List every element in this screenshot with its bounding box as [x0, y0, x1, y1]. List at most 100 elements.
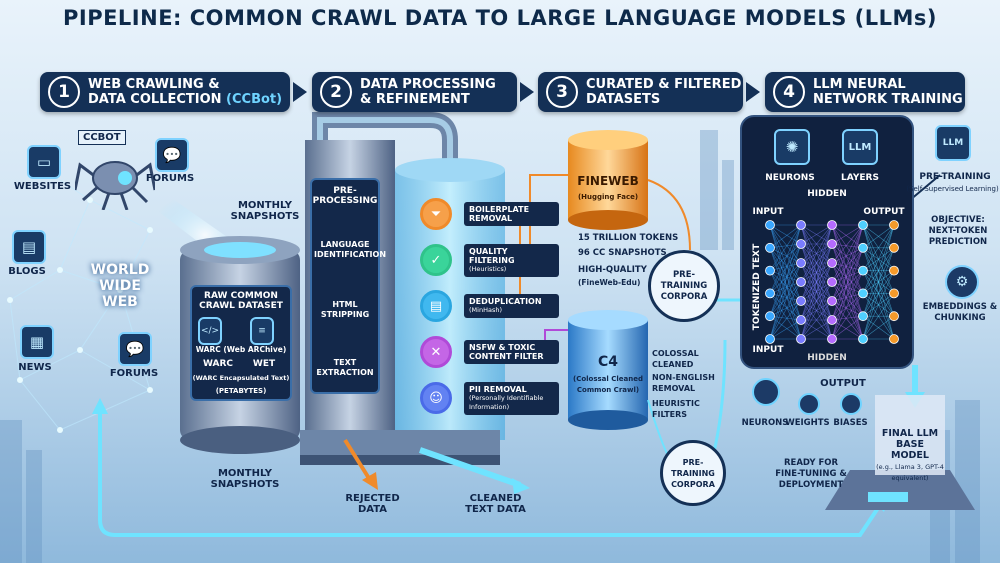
nn-edge [862, 315, 895, 340]
nn-edge [769, 300, 802, 317]
warc2-label: WARC [202, 359, 234, 369]
nn-edge [769, 293, 802, 302]
nn-edge [831, 243, 864, 249]
c4-name: C4 [597, 354, 618, 370]
nn-edge [769, 281, 802, 317]
nn-edge [862, 247, 895, 340]
nn-edge [831, 243, 864, 317]
fineweb-stat: HIGH-QUALITY [578, 265, 647, 275]
corpora-label: PRE-TRAINING CORPORA [671, 457, 715, 489]
nn-edge [831, 247, 864, 302]
nn-edge [831, 262, 864, 317]
nn-node [765, 220, 775, 230]
nn-edge [831, 247, 864, 283]
nn-edge [831, 293, 864, 321]
raw-dataset-panel: RAW COMMON CRAWL DATASET </> ≡ WARC (Web… [190, 285, 292, 401]
nn-edge [800, 281, 833, 340]
nn-edge [800, 300, 833, 340]
step-line2: DATA COLLECTION [88, 92, 222, 107]
step-line2: NETWORK TRAINING [813, 92, 963, 107]
fineweb-stat: 15 TRILLION TOKENS [578, 233, 679, 243]
fineweb-stat: 96 CC SNAPSHOTS [578, 248, 667, 258]
nn-node [827, 277, 837, 287]
embeddings-label: EMBEDDINGS & CHUNKING [922, 302, 998, 323]
nn-node [827, 315, 837, 325]
nn-edge [831, 224, 864, 264]
nn-bottom-weights: WEIGHTS [785, 418, 830, 428]
nn-edge [769, 281, 802, 294]
step-number: 4 [773, 76, 805, 108]
forums-chat-icon: 💬 [155, 138, 189, 172]
news-icon: ▦ [20, 325, 54, 359]
nn-edge [862, 224, 895, 271]
wet-label: WET [252, 359, 276, 369]
filter-label: DEDUPLICATION [469, 297, 542, 306]
nn-node [796, 277, 806, 287]
nn-node [889, 311, 899, 322]
warc-label: WARC (Web ARChive) [195, 345, 287, 354]
nn-edge [769, 281, 802, 340]
nn-edge [831, 270, 864, 283]
biases-icon [840, 393, 862, 415]
fineweb-sub: (Hugging Face) [577, 193, 639, 201]
nn-edge [769, 224, 802, 302]
step-line2: DATASETS [586, 92, 661, 107]
nn-node [765, 334, 775, 344]
nn-edge [831, 262, 864, 271]
nn-node [796, 220, 806, 230]
filter-dedup: ▤ DEDUPLICATION(MinHash) [420, 289, 559, 323]
nn-edge [769, 243, 802, 317]
nn-node [827, 258, 837, 268]
fineweb-stat: (FineWeb-Edu) [578, 278, 641, 287]
nn-layers-top: LAYERS [841, 173, 879, 183]
filter-boilerplate: ⏷ BOILERPLATE REMOVAL [420, 197, 559, 231]
pretraining-corpora-top: PRE-TRAINING CORPORA [648, 250, 720, 322]
nn-output-bottom: OUTPUT [820, 378, 866, 389]
step-arrow [520, 82, 534, 102]
nn-edge [769, 224, 802, 271]
rejected-data-label: REJECTED DATA [345, 493, 400, 515]
step-1-header: 1 WEB CRAWLING &DATA COLLECTION (CCBot) [40, 72, 290, 112]
nn-edge [769, 270, 802, 321]
nn-edge [831, 224, 864, 245]
nn-edge [769, 262, 802, 317]
nn-edge [769, 224, 802, 340]
code-file-icon: </> [198, 317, 222, 345]
nn-edge [862, 293, 895, 340]
nn-node [827, 220, 837, 230]
nn-edge [800, 224, 833, 264]
nn-node [765, 311, 775, 322]
filter-label: BOILERPLATE REMOVAL [469, 205, 530, 223]
nn-edge [769, 300, 802, 340]
nn-edge [831, 293, 864, 340]
nn-hidden-top: HIDDEN [807, 189, 847, 199]
raw-size: (PETABYTES) [215, 387, 267, 395]
llm-document-icon: LLM [935, 125, 971, 161]
wet-desc: (WARC Encapsulated Text) [192, 374, 290, 382]
blogs-icon: ▤ [12, 230, 46, 264]
monthly-snapshots-top: MONTHLY SNAPSHOTS [230, 200, 300, 222]
nn-edge [831, 243, 864, 294]
c4-note: HEURISTIC FILTERS [652, 399, 700, 419]
nn-edge [769, 243, 802, 271]
funnel-icon: ⏷ [420, 198, 452, 230]
nn-node [858, 265, 868, 276]
nn-edge [831, 243, 864, 271]
nn-edge [831, 224, 864, 340]
corpora-label: PRE-TRAINING CORPORA [660, 269, 708, 302]
nn-edge [769, 293, 802, 321]
nn-edge [831, 247, 864, 321]
objective-label: OBJECTIVE: NEXT-TOKEN PREDICTION [928, 215, 988, 247]
nn-edge [831, 247, 864, 340]
c4-note: COLOSSAL CLEANED [652, 349, 699, 369]
raw-dataset-title: RAW COMMON CRAWL DATASET [199, 291, 283, 311]
nn-edge [831, 243, 864, 340]
step-number: 2 [320, 76, 352, 108]
nn-node [889, 288, 899, 299]
nn-node [858, 288, 868, 299]
step-line1: LLM NEURAL [813, 77, 906, 92]
nn-node [858, 220, 868, 230]
nn-input-bottom: INPUT [752, 345, 784, 355]
